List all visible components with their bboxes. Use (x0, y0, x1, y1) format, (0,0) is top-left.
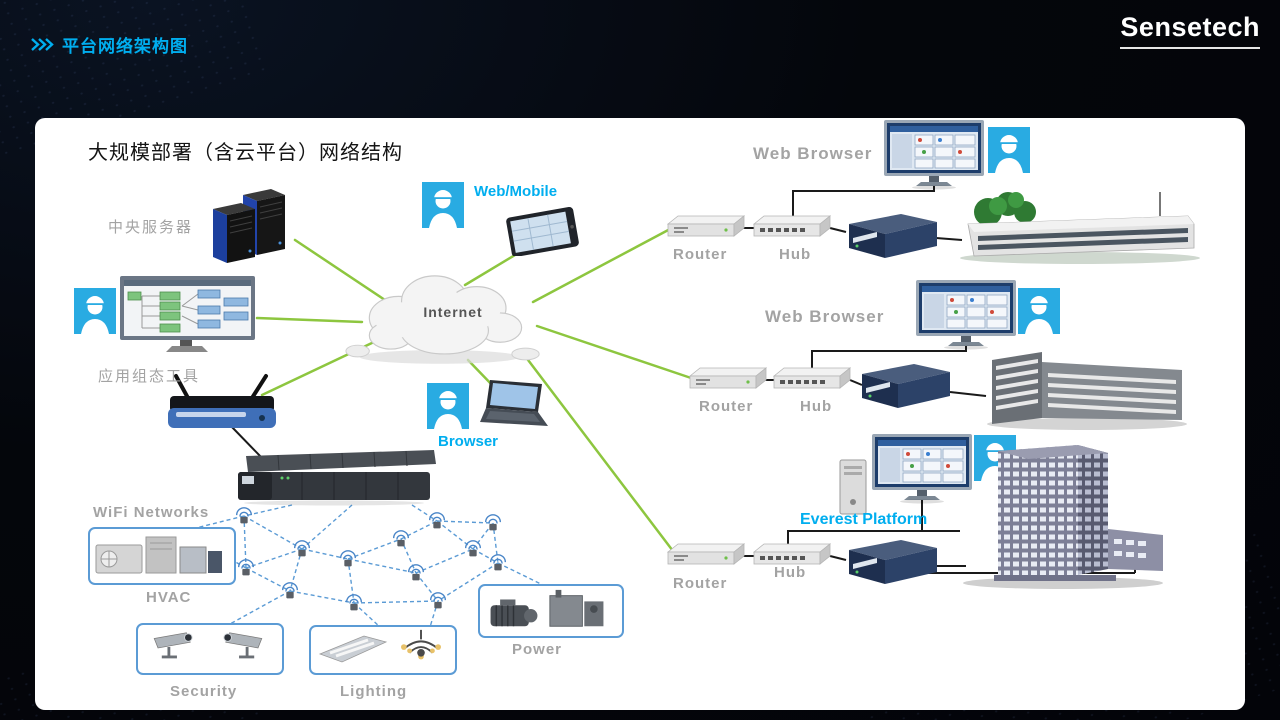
laptop-icon (476, 378, 556, 432)
light-troffer-icon (316, 632, 390, 664)
label-web-mobile: Web/Mobile (474, 183, 558, 200)
gateway-icon (843, 210, 940, 262)
chandelier-icon (396, 628, 446, 668)
router-icon (666, 214, 746, 240)
label-lighting: Lighting (340, 683, 408, 700)
config-tool-monitor-icon (120, 276, 255, 356)
brand-logo: Sensetech (1120, 12, 1260, 42)
label-security: Security (170, 683, 238, 700)
building-office-icon (982, 340, 1197, 432)
page-title-text: 平台网络架构图 (62, 37, 188, 56)
brand-underline (1120, 47, 1260, 49)
tablet-icon (500, 202, 584, 256)
label-browser: Browser (438, 433, 499, 450)
label-web-browser-2: Web Browser (765, 307, 885, 326)
router-icon (688, 366, 768, 392)
building-tower-icon (958, 443, 1170, 591)
hvac-equipment-icon (94, 531, 226, 579)
label-router-2: Router (699, 398, 754, 415)
label-hub-1: Hub (779, 246, 812, 263)
label-router-3: Router (673, 575, 728, 592)
label-hub-3: Hub (774, 564, 807, 581)
chevrons-icon (31, 38, 54, 51)
label-power: Power (512, 641, 563, 658)
label-router-1: Router (673, 246, 728, 263)
gateway-icon (843, 536, 940, 588)
worker-icon (988, 127, 1030, 173)
worker-icon (422, 182, 464, 228)
web-browser-monitor-icon (884, 120, 984, 190)
label-wifi-networks: WiFi Networks (93, 504, 210, 521)
router-icon (666, 542, 746, 568)
worker-icon (427, 383, 469, 429)
label-hub-2: Hub (800, 398, 833, 415)
label-everest-platform: Everest Platform (800, 511, 928, 528)
hub-icon (772, 366, 852, 392)
label-web-browser-1: Web Browser (753, 144, 873, 163)
label-config-tool: 应用组态工具 (98, 368, 201, 385)
label-central-server: 中央服务器 (108, 219, 194, 236)
security-camera-icon (212, 629, 268, 665)
worker-icon (74, 288, 116, 334)
label-internet: Internet (423, 304, 483, 320)
hub-icon (752, 214, 832, 240)
central-server-icon (205, 183, 300, 265)
worker-icon (1018, 288, 1060, 334)
pc-tower-icon (838, 458, 870, 516)
building-industrial-icon (950, 186, 1205, 266)
everest-platform-monitor-icon (872, 434, 972, 504)
gateway-icon (856, 360, 953, 412)
power-equipment-icon (484, 588, 610, 632)
diagram-title: 大规模部署（含云平台）网络结构 (88, 142, 403, 164)
security-box (136, 623, 284, 675)
security-camera-icon (148, 629, 204, 665)
page-title: 平台网络架构图 (30, 32, 188, 57)
label-hvac: HVAC (146, 589, 192, 606)
controller-rack-icon (238, 450, 438, 506)
